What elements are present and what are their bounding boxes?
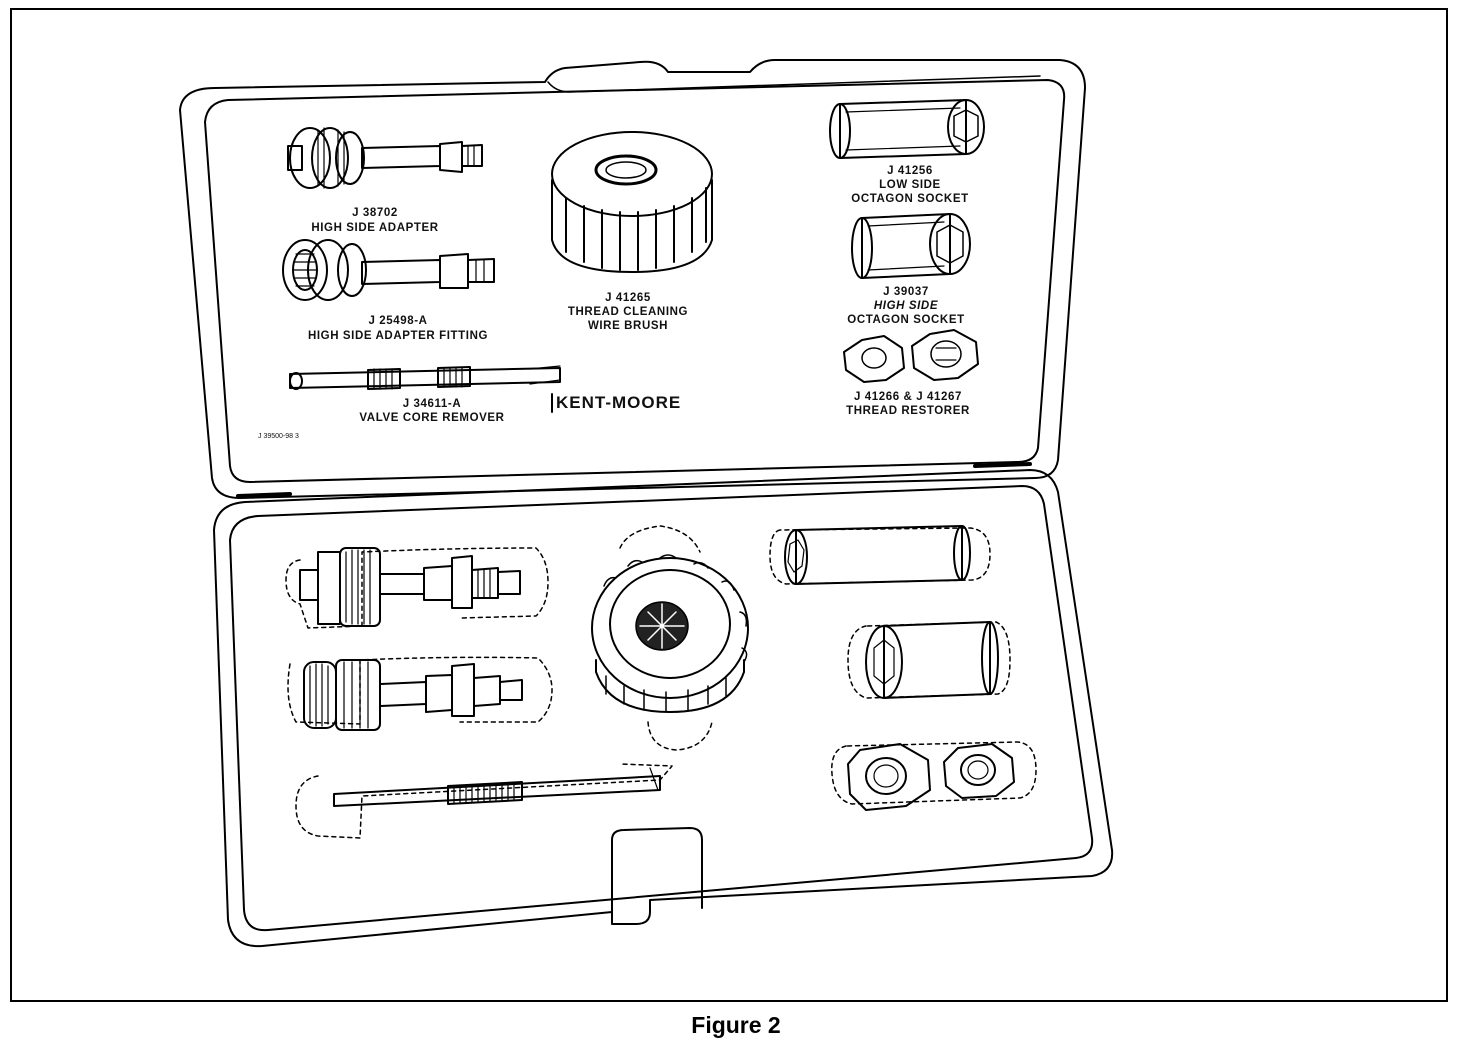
label-high-side-socket-name-1: HIGH SIDE [874, 300, 938, 312]
figure-frame [10, 8, 1448, 1002]
high-side-adapter-drawing [287, 127, 483, 189]
label-kit-code: J 39500-98 3 [258, 433, 299, 440]
case-hinge [236, 462, 1032, 498]
label-high-side-adapter-number: J 38702 [352, 207, 398, 219]
high-side-socket-drawing [851, 213, 971, 279]
label-low-side-socket-name-2: OCTAGON SOCKET [851, 193, 968, 205]
wire-brush-drawing [551, 131, 713, 273]
low-side-socket-drawing [829, 99, 985, 159]
base-thread-restorers [831, 741, 1037, 811]
kent-moore-logo: KENT-MOORE [556, 393, 681, 412]
label-high-side-adapter-name: HIGH SIDE ADAPTER [311, 222, 438, 234]
base-valve-core-remover [295, 763, 673, 839]
base-high-side-socket [847, 621, 1011, 699]
label-thread-restorer-number: J 41266 & J 41267 [854, 391, 962, 403]
label-adapter-fitting-name: HIGH SIDE ADAPTER FITTING [308, 330, 488, 342]
base-high-side-adapter [285, 547, 549, 629]
kent-moore-brand-plate: KENT-MOORE [551, 393, 681, 413]
figure-caption: Figure 2 [691, 1012, 781, 1038]
base-wire-brush [591, 525, 749, 751]
label-wire-brush-name-1: THREAD CLEANING [568, 306, 688, 318]
label-wire-brush-number: J 41265 [605, 292, 651, 304]
base-low-side-socket [769, 525, 991, 585]
label-valve-core-remover-name: VALVE CORE REMOVER [359, 412, 504, 424]
high-side-adapter-fitting-drawing [282, 239, 495, 301]
label-adapter-fitting-number: J 25498-A [368, 315, 427, 327]
valve-core-remover-drawing [289, 365, 561, 390]
case-base [213, 469, 1114, 948]
tool-kit-case-illustration: KENT-MOORE J 38702 HIGH SIDE ADAPTER J 2… [179, 59, 1114, 948]
base-adapter-fitting [287, 656, 553, 731]
label-valve-core-remover-number: J 34611-A [403, 398, 461, 410]
case-lid [179, 59, 1086, 499]
label-wire-brush-name-2: WIRE BRUSH [588, 320, 668, 332]
label-low-side-socket-name-1: LOW SIDE [879, 179, 941, 191]
label-low-side-socket-number: J 41256 [887, 165, 933, 177]
label-high-side-socket-number: J 39037 [883, 286, 929, 298]
thread-restorer-drawing [843, 329, 979, 383]
label-high-side-socket-name-2: OCTAGON SOCKET [847, 314, 964, 326]
label-thread-restorer-name: THREAD RESTORER [846, 405, 970, 417]
